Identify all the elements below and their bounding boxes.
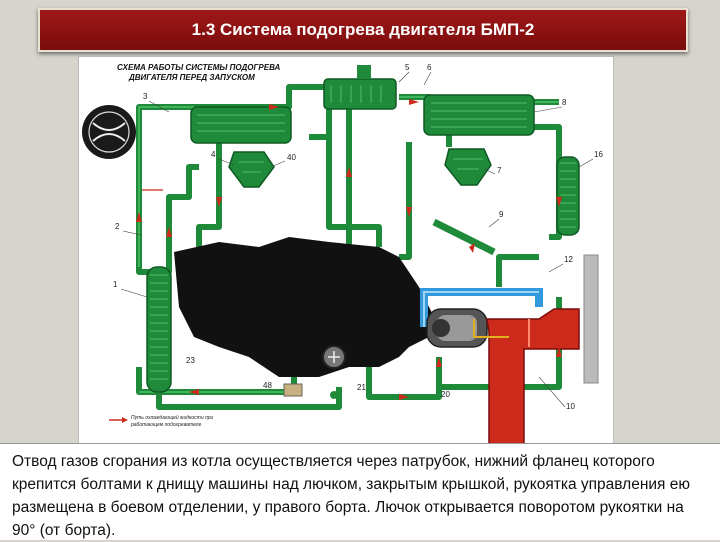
svg-text:2: 2 (115, 222, 120, 231)
svg-text:3: 3 (143, 92, 148, 101)
callout-leader-lines (120, 71, 594, 408)
valve-48 (283, 383, 303, 397)
diagram-svg: СХЕМА РАБОТЫ СИСТЕМЫ ПОДОГРЕВА ДВИГАТЕЛЯ… (82, 63, 603, 445)
exhaust-pipe (486, 308, 580, 445)
svg-text:20: 20 (441, 390, 450, 399)
svg-text:48: 48 (263, 381, 272, 390)
legend: Путь охлаждающей жидкости при работающем… (109, 414, 214, 428)
svg-text:16: 16 (594, 150, 603, 159)
flow-arrows (136, 99, 562, 400)
svg-text:1: 1 (113, 280, 118, 289)
diagram-header-line1: СХЕМА РАБОТЫ СИСТЕМЫ ПОДОГРЕВА (117, 63, 281, 72)
slide-title-bar: 1.3 Система подогрева двигателя БМП-2 (38, 8, 688, 52)
svg-text:12: 12 (564, 255, 573, 264)
fuel-line (473, 319, 509, 338)
slide-title: 1.3 Система подогрева двигателя БМП-2 (191, 20, 535, 39)
slide-caption: Отвод газов сгорания из котла осуществля… (0, 443, 720, 540)
svg-text:10: 10 (566, 402, 575, 411)
heating-system-diagram: СХЕМА РАБОТЫ СИСТЕМЫ ПОДОГРЕВА ДВИГАТЕЛЯ… (78, 56, 614, 446)
svg-text:40: 40 (287, 153, 296, 162)
thermostat-4 (228, 151, 275, 188)
fan-icon (82, 105, 136, 159)
heat-shield-panel (583, 254, 599, 384)
svg-text:23: 23 (186, 356, 195, 365)
coolant-tank-5 (323, 65, 397, 110)
heater-boiler (426, 308, 488, 348)
svg-text:8: 8 (562, 98, 567, 107)
radiator-1 (146, 266, 172, 393)
pump-wheel-spokes (328, 351, 340, 363)
caption-text: Отвод газов сгорания из котла осуществля… (12, 453, 691, 539)
heat-exchanger-8 (423, 94, 535, 136)
pipe-9 (432, 218, 496, 256)
svg-text:9: 9 (499, 210, 504, 219)
svg-text:6: 6 (427, 63, 432, 72)
svg-text:7: 7 (497, 166, 502, 175)
legend-line1: Путь охлаждающей жидкости при (131, 414, 214, 421)
thermostat-7 (444, 148, 492, 186)
engine-block (174, 237, 434, 377)
air-duct (420, 288, 543, 327)
legend-line2: работающем подогревателе (130, 422, 202, 428)
valve-21 (330, 391, 338, 399)
svg-text:5: 5 (405, 63, 410, 72)
svg-text:21: 21 (357, 383, 366, 392)
radiator-16 (556, 156, 580, 236)
heat-exchanger-3 (190, 106, 292, 144)
diagram-header-line2: ДВИГАТЕЛЯ ПЕРЕД ЗАПУСКОМ (128, 73, 255, 82)
svg-text:4: 4 (211, 150, 216, 159)
callout-labels: 3 5 6 8 4 40 7 16 9 2 12 1 23 48 21 20 1… (113, 63, 603, 411)
